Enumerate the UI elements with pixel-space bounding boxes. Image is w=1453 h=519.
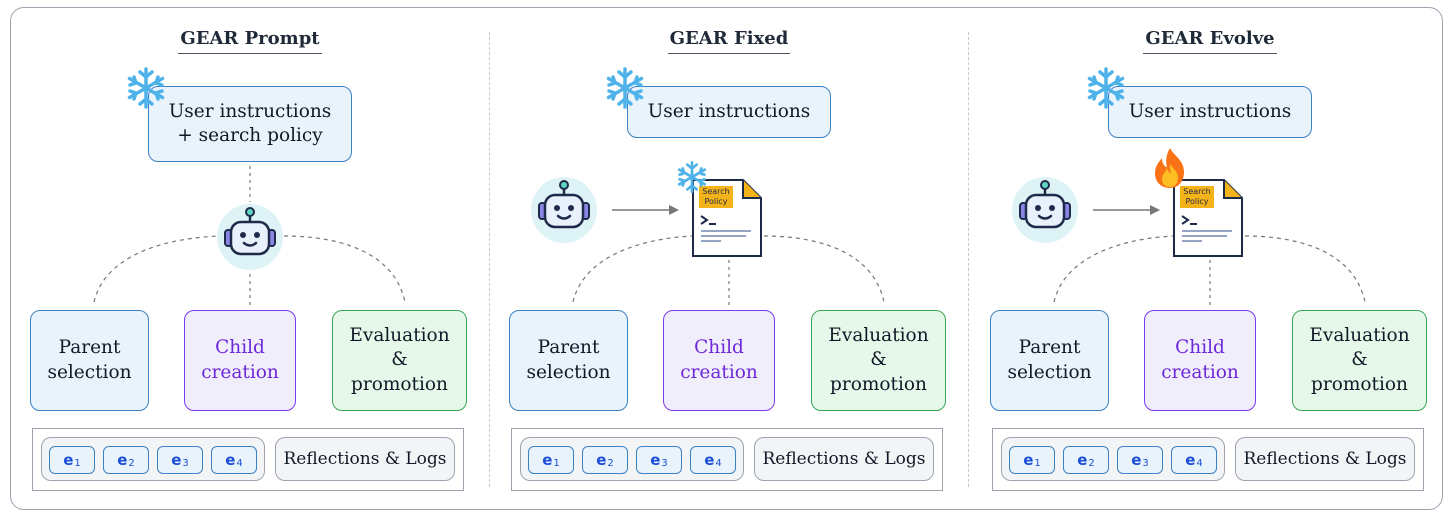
snowflake-icon [1087, 67, 1125, 109]
evaluation-promotion-node: Evaluation&promotion [1292, 310, 1427, 411]
evaluation-promotion-node: Evaluation&promotion [332, 310, 467, 411]
fire-icon [1155, 148, 1184, 188]
robot-icon [531, 177, 597, 243]
figure-frame [10, 7, 1443, 510]
robot-icon [217, 204, 283, 270]
panel-divider-2 [968, 32, 969, 487]
user-instructions-box: User instructions [627, 86, 831, 138]
panel-title: GEAR Prompt [10, 28, 490, 54]
snowflake-icon [127, 67, 165, 109]
panel-divider-1 [489, 32, 490, 487]
reflections-logs-box: Reflections & Logs [1235, 437, 1415, 481]
panel-gear-fixed: GEAR Fixed User instructions [489, 0, 969, 519]
reflections-logs-box: Reflections & Logs [275, 437, 455, 481]
snowflake-icon [677, 160, 707, 194]
user-instructions-box: User instructions [1108, 86, 1312, 138]
reflections-logs-box: Reflections & Logs [754, 437, 934, 481]
snowflake-icon [606, 67, 644, 109]
user-instructions-box: User instructions+ search policy [148, 86, 352, 162]
robot-icon [1012, 177, 1078, 243]
panel-title: GEAR Fixed [489, 28, 969, 54]
panel-gear-evolve: GEAR Evolve User instructions [970, 0, 1450, 519]
evaluation-promotion-node: Evaluation&promotion [811, 310, 946, 411]
panel-gear-prompt: GEAR Prompt User instructions+ search po… [10, 0, 490, 519]
panel-title: GEAR Evolve [970, 28, 1450, 54]
